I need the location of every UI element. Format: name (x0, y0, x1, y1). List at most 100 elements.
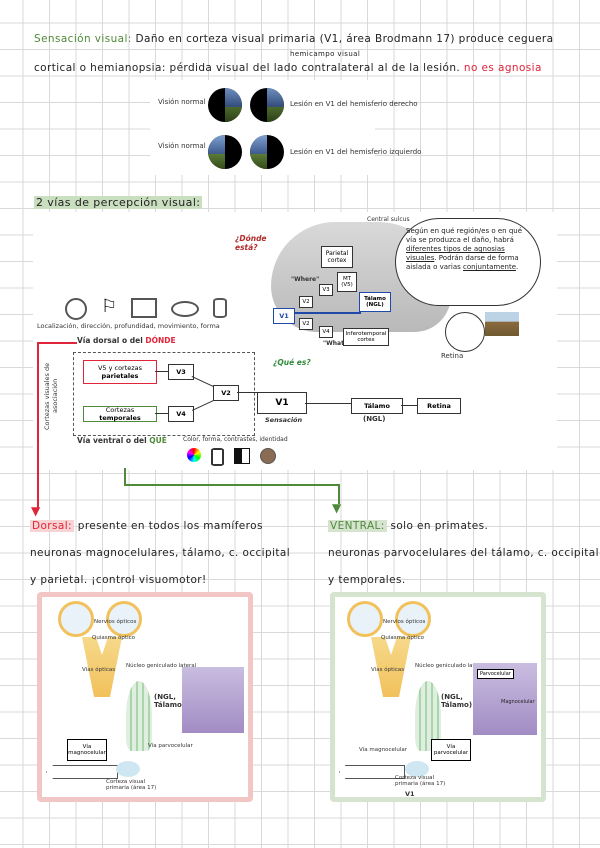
corteza-visual-primaria-2: Corteza visual primaria (área 17) (395, 775, 455, 787)
histology-image-2: Parvocelular Magnocelular (473, 663, 537, 735)
corteza-visual-primaria: Corteza visual primaria (área 17) (106, 779, 166, 791)
conn-talamo-retina (401, 405, 417, 406)
no-es-agnosia: no es agnosia (464, 62, 542, 74)
box-temporal-text: Cortezas (106, 406, 135, 414)
dorsal-connector (37, 343, 39, 508)
shape-cylinder-icon (213, 298, 227, 318)
section-2-heading-text: 2 vías de percepción visual: (34, 196, 202, 209)
brain-inferotemporal: Inferotemporal cortex (343, 328, 389, 346)
superscript-note: hemicampo visual (290, 50, 360, 58)
ventral-note-line3: y temporales. (328, 574, 406, 586)
cloud-text-1: Según en qué región/es o en qué vía se p… (406, 227, 522, 244)
ventral-title: Vía ventral o del QUÉ (77, 436, 167, 445)
brain-eye (445, 312, 485, 352)
ventral-connector-h (124, 484, 340, 486)
dorsal-note-line3: y parietal. ¡control visuomotor! (30, 574, 207, 586)
motion-icon (171, 301, 199, 317)
dorsal-title-black: Vía dorsal o del (77, 336, 145, 345)
section-2-heading: 2 vías de percepción visual: (34, 196, 202, 209)
dorsal-anatomy-figure: Nervios ópticos Quiasma óptico Vías ópti… (42, 597, 248, 797)
color-wheel-icon (187, 448, 201, 462)
dorsal-title-red: DÓNDE (145, 336, 175, 345)
box-talamo: Tálamo (351, 398, 403, 414)
brain-what-question: ¿Qué es? (273, 358, 311, 367)
conn-temp-v4 (155, 413, 168, 414)
cylinder-icon (211, 448, 224, 466)
magnocelular-tag: Magnocelular (501, 699, 535, 705)
box-v5-text: V5 y cortezas (98, 364, 142, 372)
box-temporal: Cortezas temporales (83, 406, 157, 422)
ventral-note-line2: neuronas parvocelulares del tálamo, c. o… (328, 547, 599, 559)
conn-v5-v3 (155, 371, 168, 372)
brain-v1: V1 (273, 308, 295, 324)
brain-v4: V4 (319, 326, 333, 338)
lesion-left-circle (250, 135, 284, 169)
cloud-text-3: . (516, 263, 518, 271)
brain-v2-upper: V2 (299, 296, 313, 308)
parvocelular-tag: Parvocelular (477, 669, 514, 679)
nervios-opticos-2: Nervios ópticos (383, 619, 425, 625)
normal-vision-circle-1 (208, 88, 242, 122)
note-line-1: Sensación visual: Daño en corteza visual… (34, 33, 553, 45)
line2-text: cortical o hemianopsia: pérdida visual d… (34, 62, 460, 74)
brain-central-sulcus: Central sulcus (367, 216, 410, 223)
brain-blue-path (295, 312, 361, 314)
dorsal-arrow-h (37, 342, 77, 344)
cloud-text-underline-2: conjuntamente (463, 263, 516, 271)
box-v1: V1 (257, 392, 307, 414)
histology-image (182, 667, 244, 733)
ventral-line1: solo en primates. (390, 520, 488, 532)
ngl-talamo-2: (NGL, Tálamo) (441, 693, 473, 709)
brain-retina: Retina (441, 352, 463, 360)
hemianopsia-figure: Visión normal Lesión en V1 del hemisferi… (150, 80, 375, 175)
dorsal-note-line2: neuronas magnocelulares, tálamo, c. occi… (30, 547, 290, 559)
left-eye-2 (347, 601, 383, 637)
ventral-note-line1: VENTRAL: solo en primates. (328, 520, 488, 532)
ventral-title-green: QUÉ (149, 436, 167, 445)
dorsal-line1: presente en todos los mamíferos (78, 520, 263, 532)
row2-right-label: Lesión en V1 del hemisferio izquierdo (290, 148, 421, 156)
ngl-label: (NGL) (363, 415, 385, 423)
ventral-title-black: Vía ventral o del (77, 436, 149, 445)
line1-text: Daño en corteza visual primaria (V1, áre… (136, 33, 554, 45)
horse-photo (485, 312, 519, 336)
dorsal-title: Vía dorsal o del DÓNDE (77, 336, 176, 345)
brain-v2-lower: V2 (299, 318, 313, 330)
dorsal-term: Dorsal: (30, 520, 74, 532)
row1-left-label: Visión normal (158, 98, 206, 106)
via-magnocelular-2: Vía magnocelular (359, 747, 407, 753)
ventral-icons-caption: Color, forma, contrastes, identidad (183, 436, 288, 443)
nervios-opticos: Nervios ópticos (94, 619, 136, 625)
row2-left-label: Visión normal (158, 142, 206, 150)
contrast-icon (234, 448, 250, 464)
quiasma-optico: Quiasma óptico (92, 635, 135, 641)
dorsal-icons-caption: Localización, dirección, profundidad, mo… (37, 322, 220, 330)
brain-mt: MT (V5) (337, 272, 357, 292)
ventral-anatomy-figure: Nervios ópticos Quiasma óptico Vías ópti… (335, 597, 541, 797)
signpost-icon: ⚐ (101, 298, 117, 320)
left-eye (58, 601, 94, 637)
v1-area (116, 761, 140, 777)
ventral-anatomy-panel: Nervios ópticos Quiasma óptico Vías ópti… (330, 592, 546, 802)
output-arrow (46, 765, 118, 779)
box-retina: Retina (417, 398, 461, 414)
vias-opticas-2: Vías ópticas (371, 667, 404, 673)
row1-right-label: Lesión en V1 del hemisferio derecho (290, 100, 418, 108)
dorsal-arrowhead: ▼ (31, 504, 40, 518)
ventral-term: VENTRAL: (328, 520, 387, 532)
ventral-arrowhead: ▼ (332, 501, 341, 515)
brain-where-question: ¿Dónde está? (235, 234, 265, 252)
via-magnocelular-box: Vía magnocelular (67, 739, 107, 761)
agnosia-cloud-callout: Según en qué región/es o en qué vía se p… (395, 218, 541, 306)
brain-talamo: Tálamo (NGL) (359, 292, 391, 312)
brain-parietal: Parietal cortex (321, 246, 353, 268)
lgn-layers (126, 681, 152, 751)
v1-label: V1 (405, 790, 415, 798)
identity-face-icon (260, 448, 276, 464)
ventral-icons (187, 448, 276, 466)
quiasma-optico-2: Quiasma óptico (381, 635, 424, 641)
dorsal-anatomy-panel: Nervios ópticos Quiasma óptico Vías ópti… (37, 592, 253, 802)
via-parvocelular-box: Vía parvocelular (431, 739, 471, 761)
lesion-right-circle (250, 88, 284, 122)
